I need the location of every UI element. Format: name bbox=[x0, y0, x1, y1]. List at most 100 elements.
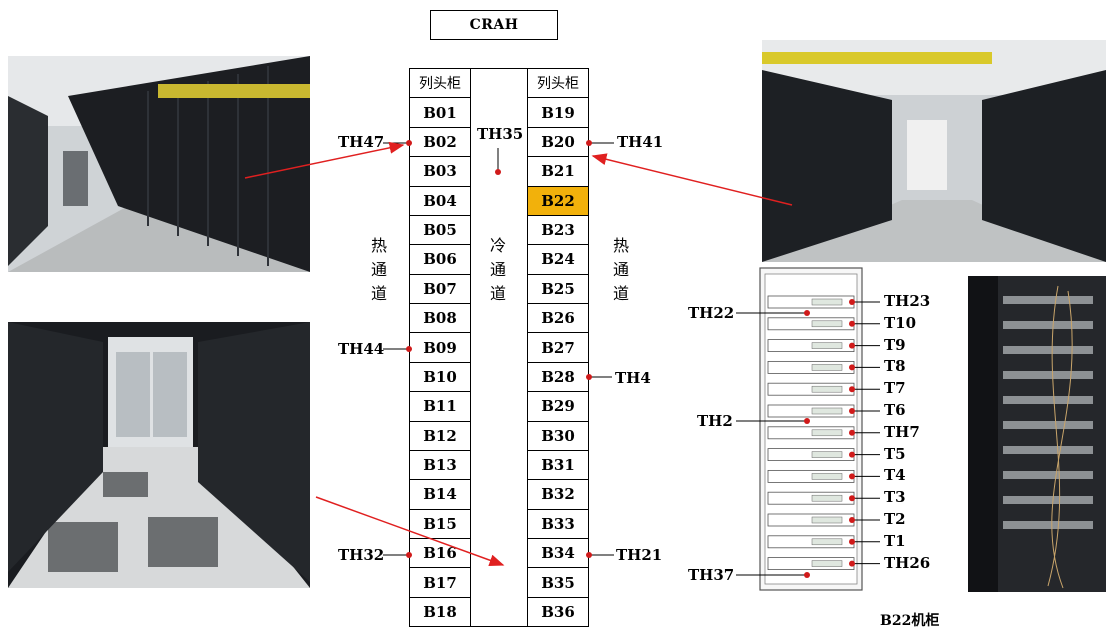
rack-b15: B15 bbox=[410, 510, 470, 539]
rack-b19: B19 bbox=[528, 98, 588, 128]
cabinet-server-unit bbox=[767, 404, 855, 418]
cabinet-sensor-t10: T10 bbox=[884, 313, 917, 332]
sensor-th41: TH41 bbox=[617, 133, 664, 151]
rack-b20: B20 bbox=[528, 128, 588, 158]
rack-b35: B35 bbox=[528, 568, 588, 598]
cabinet-server-unit bbox=[767, 382, 855, 396]
right-rack-head: 列头柜 bbox=[528, 69, 588, 99]
rack-b04: B04 bbox=[410, 187, 470, 216]
rack-b30: B30 bbox=[528, 422, 588, 451]
cabinet-sensor-th26: TH26 bbox=[884, 553, 931, 572]
sensor-th21: TH21 bbox=[616, 546, 663, 564]
cabinet-sensor-dot bbox=[849, 451, 855, 458]
cabinet-server-unit bbox=[767, 295, 855, 309]
rack-b17: B17 bbox=[410, 568, 470, 598]
photo-hot-aisle-right bbox=[762, 40, 1106, 262]
cabinet-sensor-th23: TH23 bbox=[884, 292, 931, 310]
cabinet-sensor-dot bbox=[849, 364, 855, 371]
rack-b03: B03 bbox=[410, 157, 470, 187]
hot-aisle-right-label: 热通道 bbox=[612, 236, 629, 303]
rack-b12: B12 bbox=[410, 422, 470, 451]
rack-b31: B31 bbox=[528, 451, 588, 481]
rack-b13: B13 bbox=[410, 451, 470, 481]
rack-b05: B05 bbox=[410, 216, 470, 246]
cabinet-sensor-t5: T5 bbox=[884, 444, 906, 463]
rack-b27: B27 bbox=[528, 333, 588, 363]
cabinet-server-unit bbox=[767, 469, 855, 483]
left-rack-head: 列头柜 bbox=[410, 69, 470, 99]
cabinet-sensor-dot bbox=[849, 408, 855, 414]
cabinet-server-unit bbox=[767, 360, 855, 374]
cabinet-sensor-t3: T3 bbox=[884, 488, 906, 507]
hot-aisle-left-label: 热通道 bbox=[370, 236, 387, 303]
cabinet-sensor-dot bbox=[849, 299, 855, 305]
sensor-th32: TH32 bbox=[338, 546, 385, 564]
rack-b09: B09 bbox=[410, 333, 470, 363]
cabinet-sensor-dot bbox=[849, 429, 855, 436]
rack-b26: B26 bbox=[528, 304, 588, 334]
rack-b01: B01 bbox=[410, 98, 470, 128]
cabinet-server-unit bbox=[767, 339, 855, 353]
rack-b18: B18 bbox=[423, 602, 457, 621]
photo-b22-cabinet-interior bbox=[968, 276, 1106, 592]
rack-b28: B28 bbox=[528, 363, 588, 393]
cabinet-sensor-dot bbox=[849, 495, 855, 502]
photo-cold-aisle bbox=[8, 322, 310, 588]
rack-b14: B14 bbox=[410, 480, 470, 510]
cabinet-sensor-th7: TH7 bbox=[884, 422, 920, 441]
rack-b24: B24 bbox=[528, 245, 588, 275]
photo-hot-aisle-left bbox=[8, 56, 310, 272]
cabinet-sensor-dot bbox=[849, 342, 855, 349]
cabinet-server-unit bbox=[767, 448, 855, 462]
cabinet-server-unit bbox=[767, 491, 855, 505]
crah-box: CRAH bbox=[430, 10, 558, 40]
rack-b08: B08 bbox=[410, 304, 470, 334]
cold-aisle-label: 冷通道 bbox=[489, 236, 506, 303]
cabinet-sensor-dot bbox=[849, 560, 855, 567]
rack-b21: B21 bbox=[528, 157, 588, 187]
rack-b32: B32 bbox=[528, 480, 588, 510]
cabinet-sensor-dot bbox=[849, 538, 855, 545]
sensor-th2: TH2 bbox=[697, 412, 733, 430]
cabinet-server-unit bbox=[767, 535, 855, 549]
cabinet-sensor-dot bbox=[849, 386, 855, 393]
sensor-th37: TH37 bbox=[688, 566, 735, 584]
rack-b23: B23 bbox=[528, 216, 588, 246]
cabinet-sensor-dot bbox=[849, 320, 855, 327]
rack-b34: B34 bbox=[528, 539, 588, 569]
b22-cabinet-drawing bbox=[759, 267, 863, 591]
sensor-th35: TH35 bbox=[477, 125, 524, 143]
rack-b25: B25 bbox=[528, 275, 588, 304]
rack-b02: B02 bbox=[410, 128, 470, 158]
rack-b11: B11 bbox=[410, 392, 470, 422]
rack-b07: B07 bbox=[410, 275, 470, 304]
rack-b29: B29 bbox=[528, 392, 588, 422]
cabinet-server-unit bbox=[767, 557, 855, 570]
cabinet-sensor-t7: T7 bbox=[884, 379, 906, 398]
cabinet-sensor-dot bbox=[849, 473, 855, 480]
cold-aisle-area bbox=[469, 68, 527, 627]
sensor-th47: TH47 bbox=[338, 133, 385, 151]
cabinet-caption: B22机柜 bbox=[880, 613, 940, 629]
cabinet-sensor-t9: T9 bbox=[884, 335, 906, 354]
rack-b06: B06 bbox=[410, 245, 470, 275]
sensor-th22: TH22 bbox=[688, 304, 735, 322]
cabinet-sensor-t2: T2 bbox=[884, 510, 906, 528]
cabinet-sensor-t1: T1 bbox=[884, 531, 906, 550]
cabinet-sensor-dot bbox=[849, 517, 855, 523]
rack-b33: B33 bbox=[528, 510, 588, 539]
cabinet-sensor-t4: T4 bbox=[884, 466, 906, 485]
cabinet-sensor-t6: T6 bbox=[884, 401, 906, 419]
sensor-th44: TH44 bbox=[338, 340, 385, 358]
cabinet-sensor-t8: T8 bbox=[884, 357, 906, 376]
cabinet-server-unit bbox=[767, 426, 855, 440]
rack-b10: B10 bbox=[410, 363, 470, 393]
rack-b16: B16 bbox=[410, 539, 470, 569]
cabinet-server-unit bbox=[767, 513, 855, 527]
rack-b36: B36 bbox=[541, 602, 575, 621]
sensor-th4: TH4 bbox=[615, 369, 651, 387]
rack-b22: B22 bbox=[528, 186, 588, 216]
cabinet-server-unit bbox=[767, 317, 855, 331]
